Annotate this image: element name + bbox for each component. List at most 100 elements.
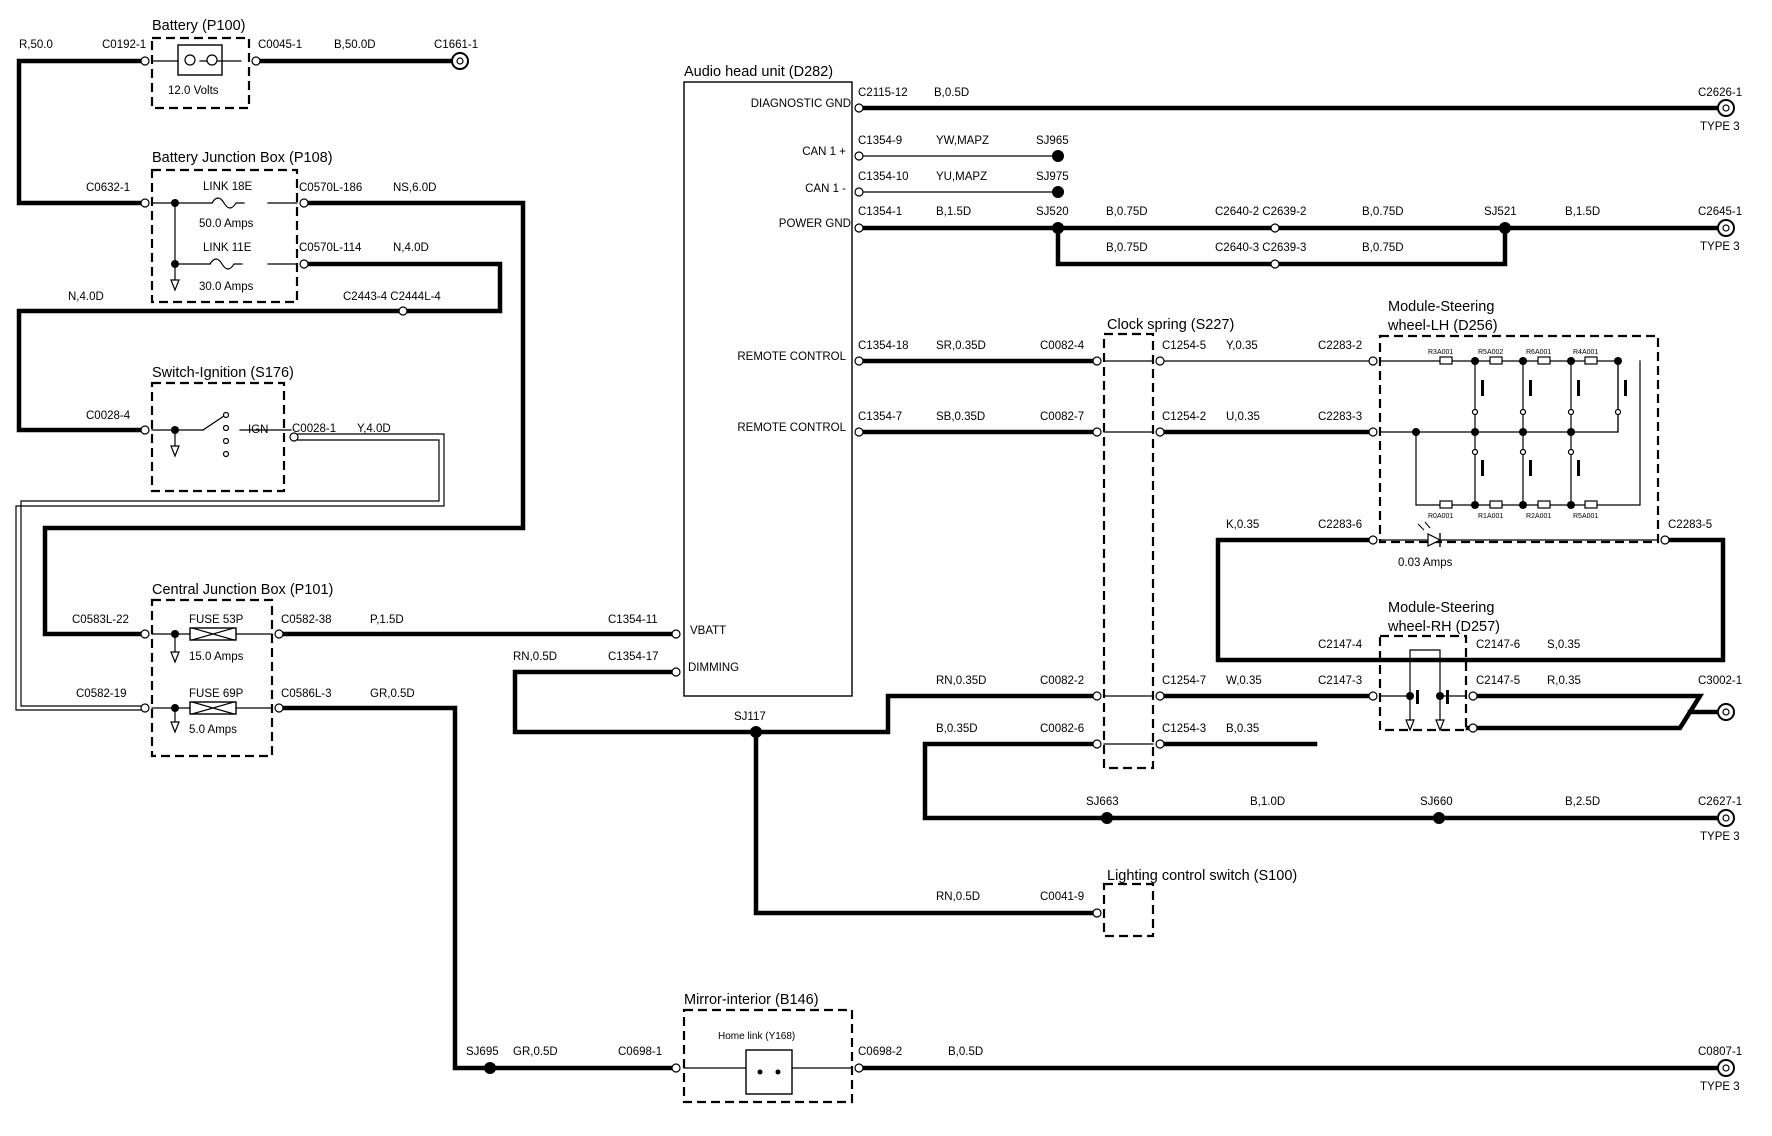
resistor [1537,500,1551,509]
ign-label: IGN [248,424,268,436]
connector-label: C0582-38 [281,614,332,626]
wire-label: B,1.5D [1565,206,1600,218]
wire-n40d [16,261,503,433]
homelink-dot [775,1069,781,1075]
pin-icon [1468,723,1478,733]
splice-sj663 [1101,812,1113,824]
splice-label: SJ660 [1420,796,1453,808]
fuses [177,44,793,1095]
switch-contact [1471,448,1479,456]
splice-label: SJ520 [1036,206,1069,218]
connector-label: C0583L-22 [72,614,129,626]
battery-box [150,36,251,110]
swl-nodes [1412,357,1622,509]
ground-arrow-icon [170,721,180,734]
ignition-switch-box [150,381,286,493]
fuse-69p-x [191,701,235,715]
ground-eyelets [451,52,1735,1077]
connector-label: C0807-1 [1698,1046,1742,1058]
junction-dot [1567,357,1575,365]
battery-cell-symbol [177,44,223,76]
connector-label: C0082-6 [1040,723,1084,735]
connector-label: C1354-17 [608,651,659,663]
battery-volts: 12.0 Volts [168,85,219,97]
splice-sj520 [1052,222,1064,234]
wire-label: GR,0.5D [370,688,415,700]
type-label: TYPE 3 [1700,241,1740,253]
swl-amps: 0.03 Amps [1398,557,1453,569]
connector-label: C0570L-114 [299,242,362,254]
wire-label: RN,0.35D [936,675,987,687]
junction-dot [171,704,179,712]
swl-switch [1577,460,1580,476]
wire-label: GR,0.5D [513,1046,558,1058]
connector-label: C2147-5 [1476,675,1520,687]
connector-label: C2640-3 C2639-3 [1215,242,1306,254]
switch-contact [1614,408,1622,416]
swl-resistor-label: R3A001 [1428,349,1453,356]
link-11e-symbol [209,258,243,270]
ahu-pin-vbatt: VBATT [690,625,726,637]
swl-switch [1529,460,1532,476]
swr-switch [1416,690,1419,704]
ahu-pin-diag: DIAGNOSTIC GND [751,98,851,110]
link-18e-rating: 50.0 Amps [199,218,254,230]
fuse-53p-rating: 15.0 Amps [189,651,244,663]
switch-contact [1519,448,1527,456]
wire-label: YU,MAPZ [936,171,987,183]
swl-resistor-label: R5A001 [1573,513,1598,520]
pin-icon [854,427,864,437]
wire-label: B,1.5D [936,206,971,218]
switch-contact [1567,448,1575,456]
connector-label: C0041-9 [1040,891,1084,903]
swl-resistor-label: R2A001 [1526,513,1551,520]
connector-label: C0586L-3 [281,688,332,700]
ahu-pin-can1m: CAN 1 - [805,183,846,195]
splice-label: SJ965 [1036,135,1069,147]
ground-arrows [170,279,1445,734]
fuse-53p-x [191,627,235,641]
wire-label: R,50.0 [19,39,53,51]
connector-label: C1254-3 [1162,723,1206,735]
pin-icon [1092,691,1102,701]
swr-switch [1446,690,1449,704]
pin-icon [1155,739,1165,749]
switch-contact [1567,408,1575,416]
ground-arrow-icon [170,651,180,664]
swr-title-2: wheel-RH (D257) [1387,619,1500,635]
junction-dot [1436,692,1444,700]
swl-title-1: Module-Steering [1388,299,1494,315]
pin-icon [1368,356,1378,366]
cjb-title: Central Junction Box (P101) [152,582,333,598]
link-11e-label: LINK 11E [203,242,252,254]
swl-switches [1481,380,1627,476]
splice-sj695 [484,1062,496,1074]
junction-dot [1567,428,1575,436]
junction-dot [1471,357,1479,365]
homelink-dot [757,1069,763,1075]
pin-icon [671,667,681,677]
steering-wheel-lh-box [1378,334,1660,544]
wire-label: U,0.35 [1226,411,1260,423]
swl-resistor-label: R5A002 [1478,349,1503,356]
ahu-pin-rc2: REMOTE CONTROL [737,422,846,434]
wire-r035 [1465,693,1705,731]
swl-title-2: wheel-LH (D256) [1387,318,1498,334]
ign-switch-blade [202,413,228,431]
swl-switch [1481,380,1484,396]
pin-icon [1468,691,1478,701]
connector-label: C0698-1 [618,1046,662,1058]
swl-resistor-label: R6A001 [1526,349,1551,356]
connector-label: C0698-2 [858,1046,902,1058]
pin-icon [1270,223,1280,233]
component-titles: Battery (P100) 12.0 Volts Battery Juncti… [152,18,1598,1042]
clock-title: Clock spring (S227) [1107,317,1234,333]
splice-label: SJ117 [734,711,766,723]
pin-icon [854,187,864,197]
type-label: TYPE 3 [1700,831,1740,843]
swl-switch [1481,460,1484,476]
wire-label: B,0.75D [1362,242,1404,254]
splice-sj965 [1052,150,1064,162]
switch-contact [222,437,230,445]
